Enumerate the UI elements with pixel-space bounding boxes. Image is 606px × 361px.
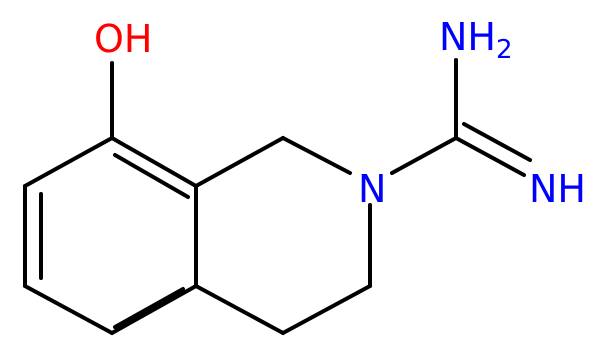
benzene-ring: [23, 136, 198, 335]
imine-label: NH: [529, 167, 586, 211]
bond: [194, 284, 285, 335]
bond: [110, 284, 198, 335]
double-bond: [462, 122, 532, 162]
bond: [23, 136, 114, 188]
amine-text: NH: [439, 15, 496, 59]
bond: [23, 284, 114, 335]
double-bond-inner: [113, 153, 190, 199]
bond: [194, 136, 285, 188]
double-bond: [454, 136, 526, 177]
amine-label: NH2: [439, 15, 513, 65]
hydroxyl-label: OH: [94, 17, 152, 61]
ring-nitrogen-label: N: [358, 167, 386, 211]
double-bond-inner: [113, 287, 185, 329]
amidine-group: [390, 58, 532, 177]
bond: [390, 136, 458, 175]
bond: [281, 136, 352, 175]
tetrahydro-ring: [194, 136, 372, 335]
bond: [281, 284, 372, 335]
bond: [110, 136, 198, 188]
amine-subscript: 2: [496, 35, 513, 65]
